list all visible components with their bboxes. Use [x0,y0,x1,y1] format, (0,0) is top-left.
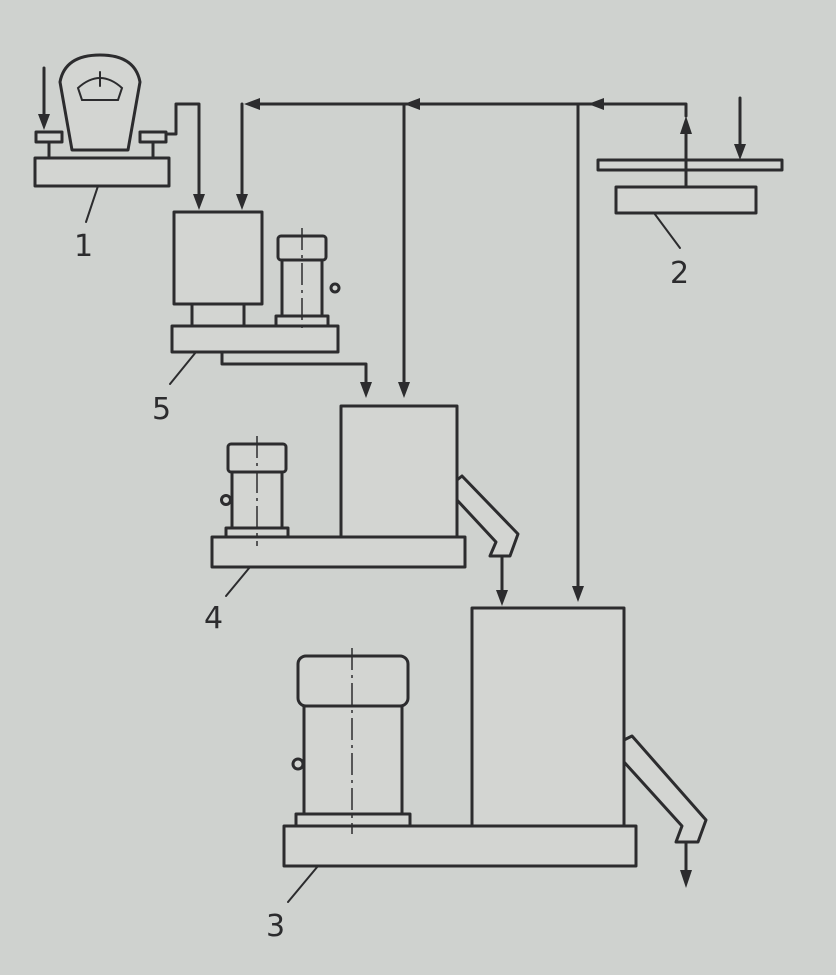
leader-line-3 [287,865,319,903]
label-2: 2 [670,256,689,291]
scale-base [33,156,171,188]
arrow-head-down [360,382,372,398]
feeder-unit [596,158,784,215]
leader-line-5 [169,351,197,385]
feeder-plate [596,158,784,172]
arrow-head-left [588,98,604,110]
top-distribution-line [248,102,688,118]
mill-medium-base [210,535,467,569]
scale-dial-housing [58,53,142,152]
label-5: 5 [152,392,171,427]
motor-large-body [302,704,404,816]
motor-small-knob [329,282,341,294]
mill-large-base [282,824,638,868]
feeder-base [614,185,758,215]
arrow-head-left [244,98,260,110]
mill-medium-chute [455,474,520,558]
mixer-small-base [170,324,340,354]
mixer-small-hopper [172,210,264,306]
arrow-head-up [680,116,692,134]
arrow-head-down [734,144,746,160]
mill-medium-hopper [339,404,459,540]
scale-unit [33,53,171,188]
label-4: 4 [204,601,223,636]
motor-medium-knob [220,494,232,506]
arrow-head-down [680,870,692,888]
arrow-head-down [38,114,50,130]
arrow-head-down [496,590,508,606]
arrow-head-down [193,194,205,210]
motor-large-top [296,654,410,708]
leader-line-1 [85,185,99,223]
arrow-head-down [572,586,584,602]
label-1: 1 [74,229,93,264]
label-3: 3 [266,909,285,944]
mixer-to-mill4-line [220,350,368,386]
leader-line-4 [225,566,251,597]
mixer-small-unit [170,210,341,354]
mixer-small-neck [190,302,246,328]
motor-large-knob [291,757,305,771]
arrow-head-down [236,194,248,210]
arrow-head-down [398,382,410,398]
leader-line-2 [653,212,681,249]
mill-medium-unit [210,404,520,569]
mill-large-unit [282,606,708,868]
motor-large-foot [294,812,412,828]
arrow-head-left [404,98,420,110]
mill-large-hopper [470,606,626,828]
scale-to-mixer-line [164,102,201,198]
scale-dial [76,77,124,101]
